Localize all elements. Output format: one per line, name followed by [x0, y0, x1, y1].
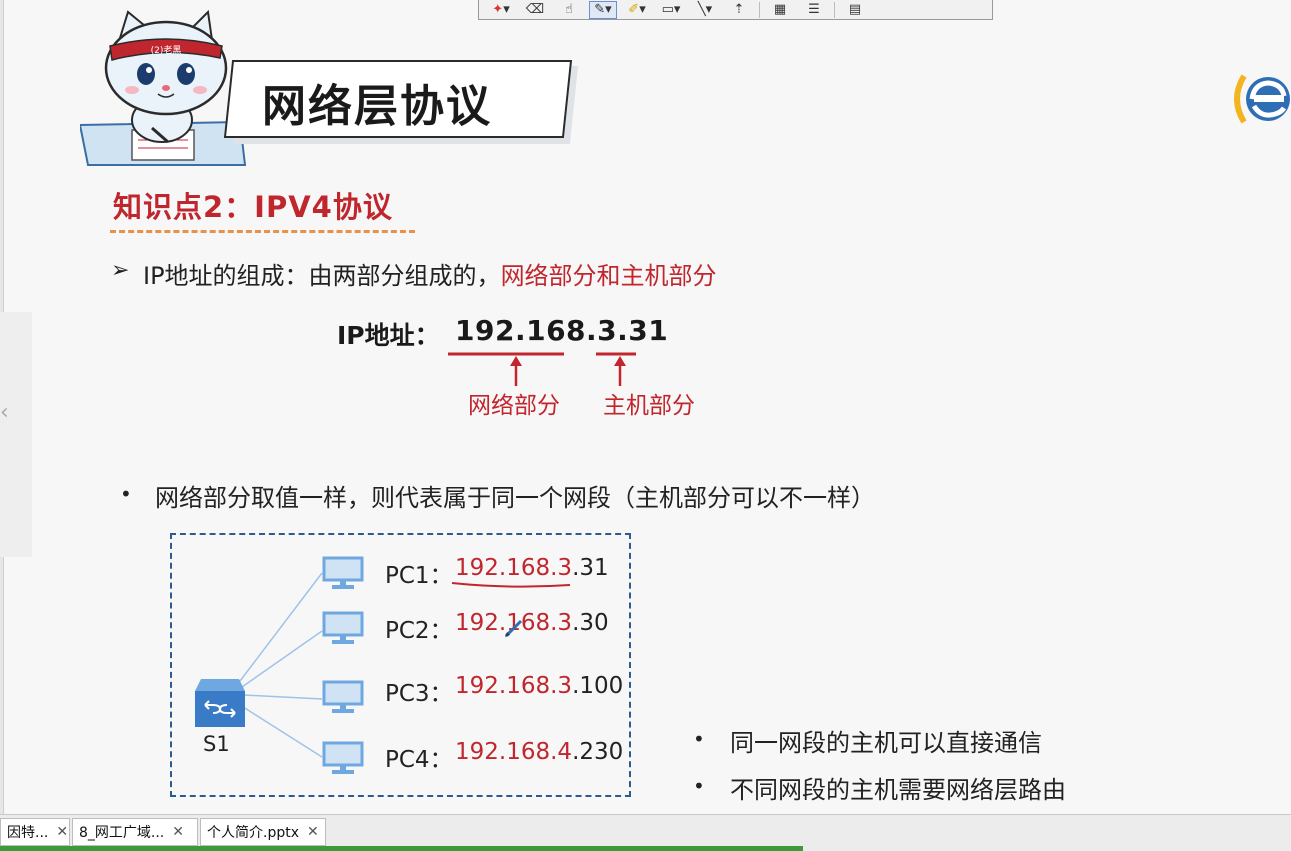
pc4-label: PC4：: [385, 747, 453, 773]
pc2-ip-net: 192.168.3: [455, 610, 573, 636]
highlighter-icon[interactable]: ✐▾: [628, 2, 646, 17]
pc2-label: PC2：: [385, 618, 453, 644]
note-different-segment: 不同网段的主机需要网络层路由: [730, 776, 1066, 804]
ip-address-value: 192.168.3.31: [455, 314, 669, 347]
pc4-ip-host: .230: [572, 739, 624, 765]
network-diagram-frame: [170, 533, 631, 797]
annotation-toolbar: ✦▾ ⌫ ☝ ✎▾ ✐▾ ▭▾ ╲▾ ⇡ ▦ ☰ ▤: [478, 0, 993, 20]
brand-logo-icon: [1234, 74, 1290, 124]
pc1-monitor-icon: [322, 556, 364, 589]
pc4-monitor-icon: [322, 741, 364, 774]
mascot-badge-text: (2)老黑: [151, 44, 182, 56]
ip-composition-text: IP地址的组成：由两部分组成的，网络部分和主机部分: [143, 256, 717, 291]
pc3-label: PC3：: [385, 681, 453, 707]
note-same-segment: 同一网段的主机可以直接通信: [730, 729, 1042, 757]
note-bullet-dot: •: [693, 774, 705, 798]
mascot-cat-image: (2)老黑: [80, 10, 247, 166]
switch-label: S1: [203, 732, 230, 756]
dashed-underline: [110, 230, 415, 233]
arrow-tool-icon[interactable]: ⇡: [733, 2, 745, 17]
toolbar-separator: [834, 1, 835, 18]
ip-composition-highlight: 网络部分和主机部分: [500, 262, 717, 290]
pc2-ip-host: .30: [572, 610, 609, 636]
ip-composition-prefix: IP地址的组成：由两部分组成的，: [143, 262, 501, 290]
slide-title: 网络层协议: [262, 81, 492, 132]
pc4-ip-net: 192.168.4: [455, 739, 573, 765]
progress-indicator: [0, 846, 803, 851]
host-part-label: 主机部分: [603, 393, 695, 419]
ip-address-label: IP地址：: [337, 321, 440, 350]
slide-canvas: ‹ (2)老黑 网络层协议 知识点2：IPV4协议 ➢: [0, 0, 1291, 814]
lines-icon[interactable]: ☰: [808, 2, 820, 17]
doc-tab-3[interactable]: 个人简介.pptx ✕: [200, 818, 326, 846]
switch-icon: [195, 679, 245, 727]
pc2-ip: 192.168.3.30: [455, 610, 609, 636]
pc3-ip: 192.168.3.100: [455, 673, 623, 699]
select-icon[interactable]: ☝: [565, 2, 573, 17]
pc3-ip-host: .100: [572, 673, 624, 699]
pc1-ip-host: .31: [572, 555, 609, 581]
pc1-ip: 192.168.3.31: [455, 555, 609, 581]
laser-pointer-icon[interactable]: ✦▾: [492, 2, 510, 17]
doc-tab-2[interactable]: 8_网工广域... ✕: [72, 818, 198, 846]
pen-cursor-icon: [504, 619, 523, 638]
close-icon[interactable]: ✕: [56, 824, 69, 840]
line-icon[interactable]: ╲▾: [697, 2, 713, 17]
pen-icon[interactable]: ✎▾: [589, 0, 617, 19]
pen-underline-annotation: [451, 582, 571, 588]
note-bullet-dot: •: [693, 727, 705, 751]
prev-arrow-icon[interactable]: ‹: [0, 400, 9, 425]
fill-icon[interactable]: ▦: [773, 2, 787, 17]
same-segment-text: 网络部分取值一样，则代表属于同一个网段（主机部分可以不一样）: [155, 484, 875, 512]
shape-icon[interactable]: ▭▾: [661, 2, 681, 17]
doc-tab-label: 因特...: [7, 825, 49, 841]
left-panel-ghost: [0, 312, 32, 557]
doc-tab-label: 个人简介.pptx: [207, 825, 299, 841]
arrow-bullet-icon: ➢: [111, 258, 130, 283]
knowledge-point-title: 知识点2：IPV4协议: [113, 190, 393, 224]
pc3-monitor-icon: [322, 680, 364, 713]
ip-part-arrows: [448, 352, 636, 386]
close-icon[interactable]: ✕: [307, 824, 319, 840]
pc1-ip-net: 192.168.3: [455, 555, 573, 581]
pc1-label: PC1：: [385, 563, 453, 589]
pc4-ip: 192.168.4.230: [455, 739, 623, 765]
link-lines: [239, 572, 323, 758]
toolbar-separator: [759, 1, 760, 18]
network-part-label: 网络部分: [468, 393, 560, 419]
doc-tab-label: 8_网工广域...: [79, 825, 165, 841]
bullet-dot: •: [120, 482, 132, 506]
pc2-monitor-icon: [322, 611, 364, 644]
pc3-ip-net: 192.168.3: [455, 673, 573, 699]
pages-icon[interactable]: ▤: [848, 2, 862, 17]
doc-tab-1[interactable]: 因特... ✕: [0, 818, 70, 846]
eraser-icon[interactable]: ⌫: [525, 2, 545, 17]
close-icon[interactable]: ✕: [172, 824, 184, 840]
